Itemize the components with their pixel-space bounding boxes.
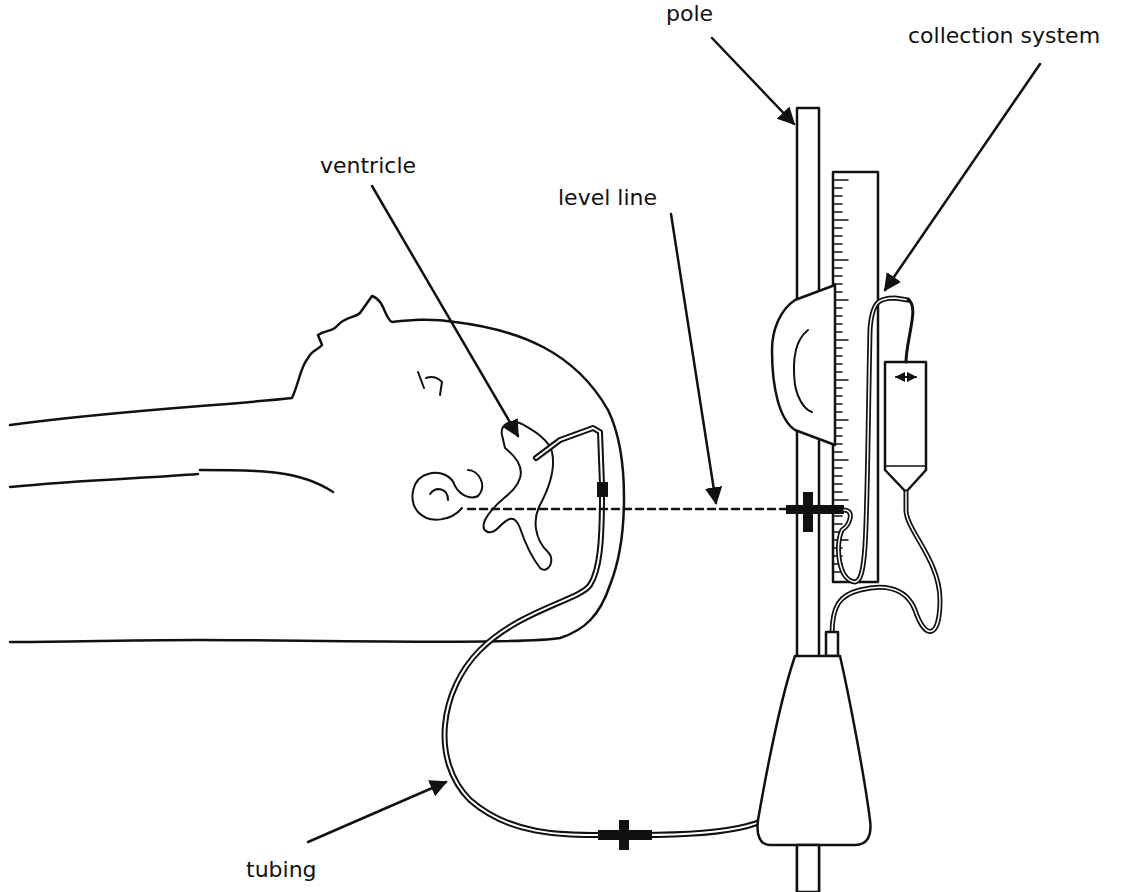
scale-tick <box>834 195 842 197</box>
scale-tick <box>834 515 842 517</box>
ear <box>413 470 483 520</box>
scale-tick <box>834 219 848 221</box>
ventricle-shape <box>484 422 553 570</box>
tubing-label: tubing <box>244 858 319 882</box>
scale-tick <box>834 475 842 477</box>
neck-line <box>200 470 333 492</box>
scale-tick <box>834 211 842 213</box>
scale-tick <box>834 187 842 189</box>
scale-tick <box>834 467 842 469</box>
scale-tick <box>834 275 842 277</box>
scale-tick <box>834 227 842 229</box>
scale-tick <box>834 459 848 461</box>
pole-label: pole <box>664 2 715 26</box>
level-stopcock <box>786 492 844 532</box>
scale-tick <box>834 203 842 205</box>
collection-bag <box>758 656 871 845</box>
scale-tick <box>834 483 842 485</box>
eye <box>418 372 442 395</box>
scale-tick <box>834 523 842 525</box>
scale-tick <box>834 243 842 245</box>
tube-clamp <box>597 482 608 497</box>
scale-tick <box>834 267 842 269</box>
pole-bracket <box>772 285 835 445</box>
level-line <box>468 508 786 511</box>
bag-tubing <box>832 492 940 635</box>
catheter <box>536 428 602 485</box>
level-line-label: level line <box>556 186 659 210</box>
scale-tick <box>834 235 842 237</box>
scale-tick <box>834 179 848 181</box>
ventricle-label: ventricle <box>318 154 418 178</box>
shoulder-line <box>10 474 198 487</box>
chamber-arrow <box>896 376 916 378</box>
head-outline <box>10 296 624 642</box>
tubing-stopcock <box>598 820 652 850</box>
scale-tick <box>834 491 842 493</box>
scale-tick <box>834 259 848 261</box>
drip-chamber <box>885 362 926 492</box>
leader-lines <box>308 38 1040 842</box>
scale-tick <box>834 451 842 453</box>
scale-tick <box>834 251 842 253</box>
drain-tubing <box>445 495 805 835</box>
scale-tick <box>834 499 848 501</box>
collection-system-label: collection system <box>906 24 1102 48</box>
